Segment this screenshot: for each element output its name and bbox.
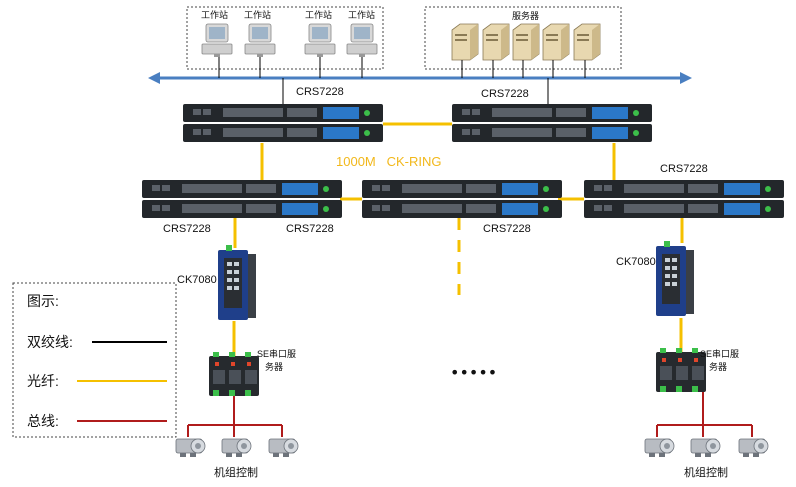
server-group-label: 服务器 [512, 10, 539, 21]
server-icon [482, 23, 510, 61]
legend-box [12, 282, 177, 438]
serial-server-label: SE串口服 [257, 349, 296, 359]
legend-twisted-pair-label: 双绞线: [27, 334, 73, 350]
backbone-arrow-right [680, 72, 692, 84]
ellipsis: ••••• [450, 363, 497, 382]
legend: 图示: 双绞线: 光纤: 总线: [12, 282, 177, 438]
ck7080-right [656, 241, 694, 316]
workstation-3: 工作站 [304, 9, 336, 58]
computer-icon [201, 23, 233, 58]
switch-label: CRS7228 [481, 88, 529, 100]
server-icon [573, 23, 601, 61]
serial-server-right [656, 348, 706, 392]
server-icon [512, 23, 540, 61]
machine-unit-icon [690, 438, 721, 458]
machine-unit-label: 机组控制 [684, 465, 728, 479]
ck7080-left [218, 245, 256, 320]
switch-top-right [452, 104, 652, 142]
legend-fiber-label: 光纤: [27, 373, 59, 389]
backbone-arrow-left [148, 72, 160, 84]
computer-icon [304, 23, 336, 58]
legend-title: 图示: [27, 293, 59, 309]
server-icon [451, 23, 479, 61]
switch-mid-left [142, 180, 342, 218]
serial-server-label: SE串口服 [700, 349, 739, 359]
machine-unit-icon [268, 438, 299, 458]
switch-label: CRS7228 [483, 223, 531, 235]
serial-server-label: 务器 [265, 361, 283, 372]
server-icon [542, 23, 570, 61]
computer-icon [346, 23, 378, 58]
switch-label: CRS7228 [660, 163, 708, 175]
ring-label: 1000M CK-RING [336, 154, 441, 169]
machine-unit-icon [221, 438, 252, 458]
workstation-1: 工作站 [201, 9, 233, 58]
bus-lines-right [656, 392, 753, 437]
switch-label: CRS7228 [163, 223, 211, 235]
ck7080-label: CK7080 [177, 274, 217, 286]
switch-label: CRS7228 [286, 223, 334, 235]
workstation-label: 工作站 [201, 9, 228, 20]
workstation-group-box [186, 6, 384, 70]
workstation-label: 工作站 [244, 9, 271, 20]
switch-label: CRS7228 [296, 86, 344, 98]
workstation-2: 工作站 [244, 9, 276, 58]
legend-bus-label: 总线: [27, 413, 59, 429]
machine-unit-icon [738, 438, 769, 458]
serial-server-label: 务器 [709, 361, 727, 372]
machine-unit-icon [644, 438, 675, 458]
switch-mid-center [362, 180, 562, 218]
workstation-4: 工作站 [346, 9, 378, 58]
bus-lines-left [187, 396, 283, 437]
workstation-label: 工作站 [305, 9, 332, 20]
switch-top-left [183, 104, 383, 142]
machine-unit-label: 机组控制 [214, 465, 258, 479]
ck7080-label: CK7080 [616, 256, 656, 268]
machine-unit-icon [175, 438, 206, 458]
computer-icon [244, 23, 276, 58]
switch-mid-right [584, 180, 784, 218]
serial-server-left [209, 352, 259, 396]
workstation-label: 工作站 [348, 9, 375, 20]
